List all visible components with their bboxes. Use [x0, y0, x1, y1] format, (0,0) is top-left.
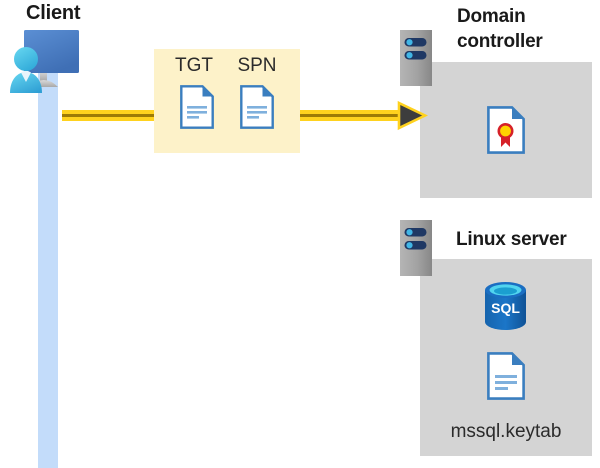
sql-database-icon: SQL	[483, 280, 528, 332]
document-icon	[487, 352, 525, 400]
domain-controller-title: Domain controller	[457, 4, 597, 54]
user-workstation-icon	[4, 27, 84, 95]
client-title: Client	[26, 2, 81, 24]
arrow-right-icon	[397, 100, 429, 131]
server-rack-icon	[400, 220, 432, 276]
tgt-label: TGT	[175, 55, 213, 76]
keytab-filename-label: mssql.keytab	[450, 421, 562, 442]
domain-controller-title-line1: Domain	[457, 6, 526, 27]
certificate-icon	[487, 106, 525, 154]
tgt-spn-panel	[154, 49, 300, 153]
document-icon	[240, 85, 274, 129]
linux-server-title: Linux server	[456, 229, 567, 250]
spn-label: SPN	[237, 55, 277, 76]
server-rack-icon	[400, 30, 432, 86]
domain-controller-title-line2: controller	[457, 31, 543, 52]
document-icon	[180, 85, 214, 129]
client-lifeline	[38, 72, 58, 468]
sql-database-label: SQL	[491, 300, 520, 316]
